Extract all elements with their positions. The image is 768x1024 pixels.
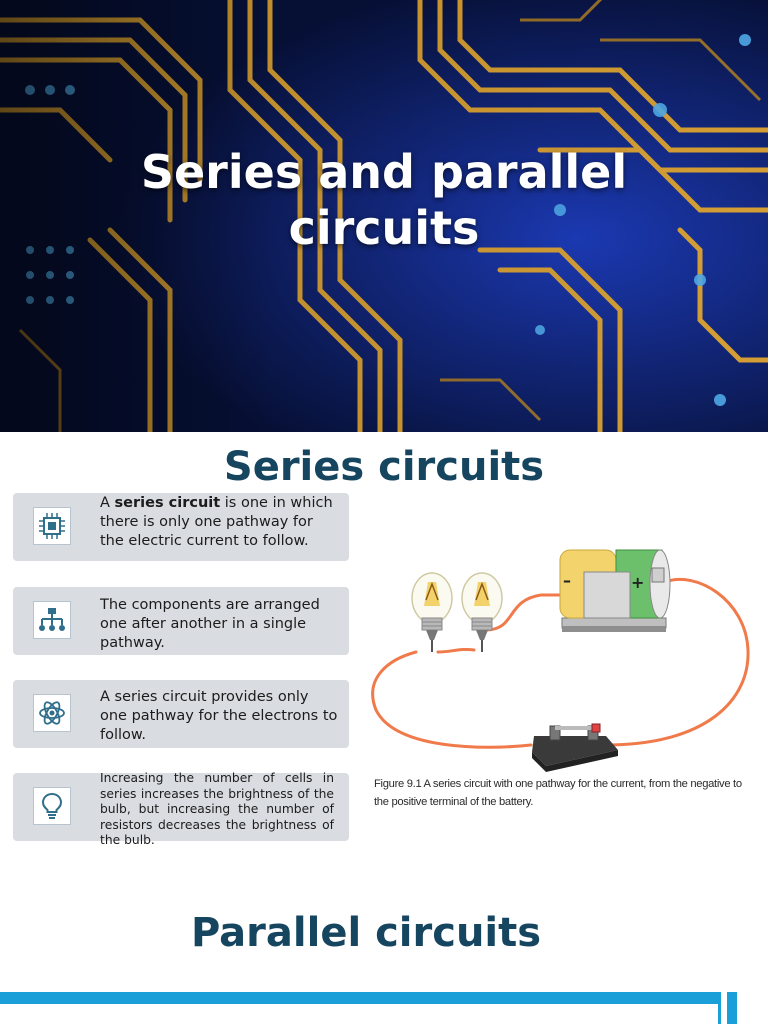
circuit-wire <box>371 577 750 749</box>
slide-title: Series and parallel circuits <box>0 144 768 256</box>
card-text-rest: is one in which there is only one pathwa… <box>100 495 333 549</box>
accent-bar <box>0 992 718 1004</box>
battery-negative-label: – <box>563 571 571 590</box>
hierarchy-icon <box>33 601 71 639</box>
info-card-text: A series circuit provides only one pathw… <box>100 689 338 743</box>
battery-positive-label: + <box>631 573 644 592</box>
info-card-brightness: Increasing the number of cells in series… <box>13 771 349 847</box>
info-card-electrons: A series circuit provides only one pathw… <box>13 680 349 748</box>
circuit-board-image <box>0 0 768 432</box>
series-circuit-figure: – + <box>371 549 750 772</box>
info-card-components: The components are arranged one after an… <box>13 587 349 655</box>
card-text-prefix: A <box>100 495 115 511</box>
info-card-text: Increasing the number of cells in series… <box>100 771 334 847</box>
light-bulb-2 <box>461 572 503 652</box>
info-card-text: A series circuit is one in which there i… <box>100 494 340 551</box>
slide-title-line-1: Series and parallel <box>140 145 628 199</box>
title-slide: Series and parallel circuits <box>0 0 768 432</box>
slide-title-line-2: circuits <box>288 201 480 255</box>
accent-bar-edge <box>718 992 721 1024</box>
microchip-icon <box>33 507 71 545</box>
lightbulb-icon <box>33 787 71 825</box>
info-card-series-definition: A series circuit is one in which there i… <box>13 493 349 561</box>
info-card-text: The components are arranged one after an… <box>100 597 320 651</box>
battery: – + <box>559 549 671 632</box>
parallel-circuits-heading: Parallel circuits <box>190 910 542 956</box>
accent-bar-right <box>727 992 737 1024</box>
card-text-bold-term: series circuit <box>114 495 221 511</box>
knife-switch <box>532 723 618 772</box>
atom-icon <box>33 694 71 732</box>
figure-caption: Figure 9.1 A series circuit with one pat… <box>374 778 742 808</box>
light-bulb-1 <box>411 572 453 652</box>
series-circuits-heading: Series circuits <box>223 444 545 490</box>
